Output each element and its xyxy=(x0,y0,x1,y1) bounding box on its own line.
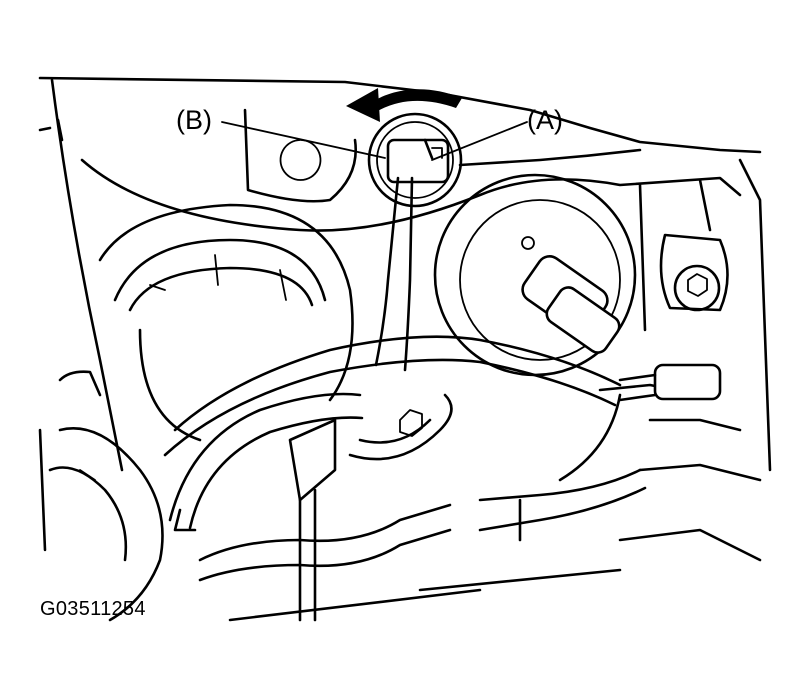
headlamp-housing xyxy=(38,76,772,562)
socket-a xyxy=(367,112,463,208)
wiring-harness xyxy=(163,335,722,622)
turn-lamp-socket xyxy=(38,370,164,622)
counterclockwise-arrow-icon xyxy=(346,88,462,122)
low-beam-socket xyxy=(98,203,354,442)
callout-a: (A) xyxy=(527,105,563,135)
callout-a-leader xyxy=(431,121,528,161)
adjuster-bolt xyxy=(659,233,729,312)
callout-b: (B) xyxy=(176,105,212,135)
high-beam-socket xyxy=(433,173,637,377)
figure-code: G03511254 xyxy=(40,598,146,620)
callout-b-leader xyxy=(221,121,386,159)
